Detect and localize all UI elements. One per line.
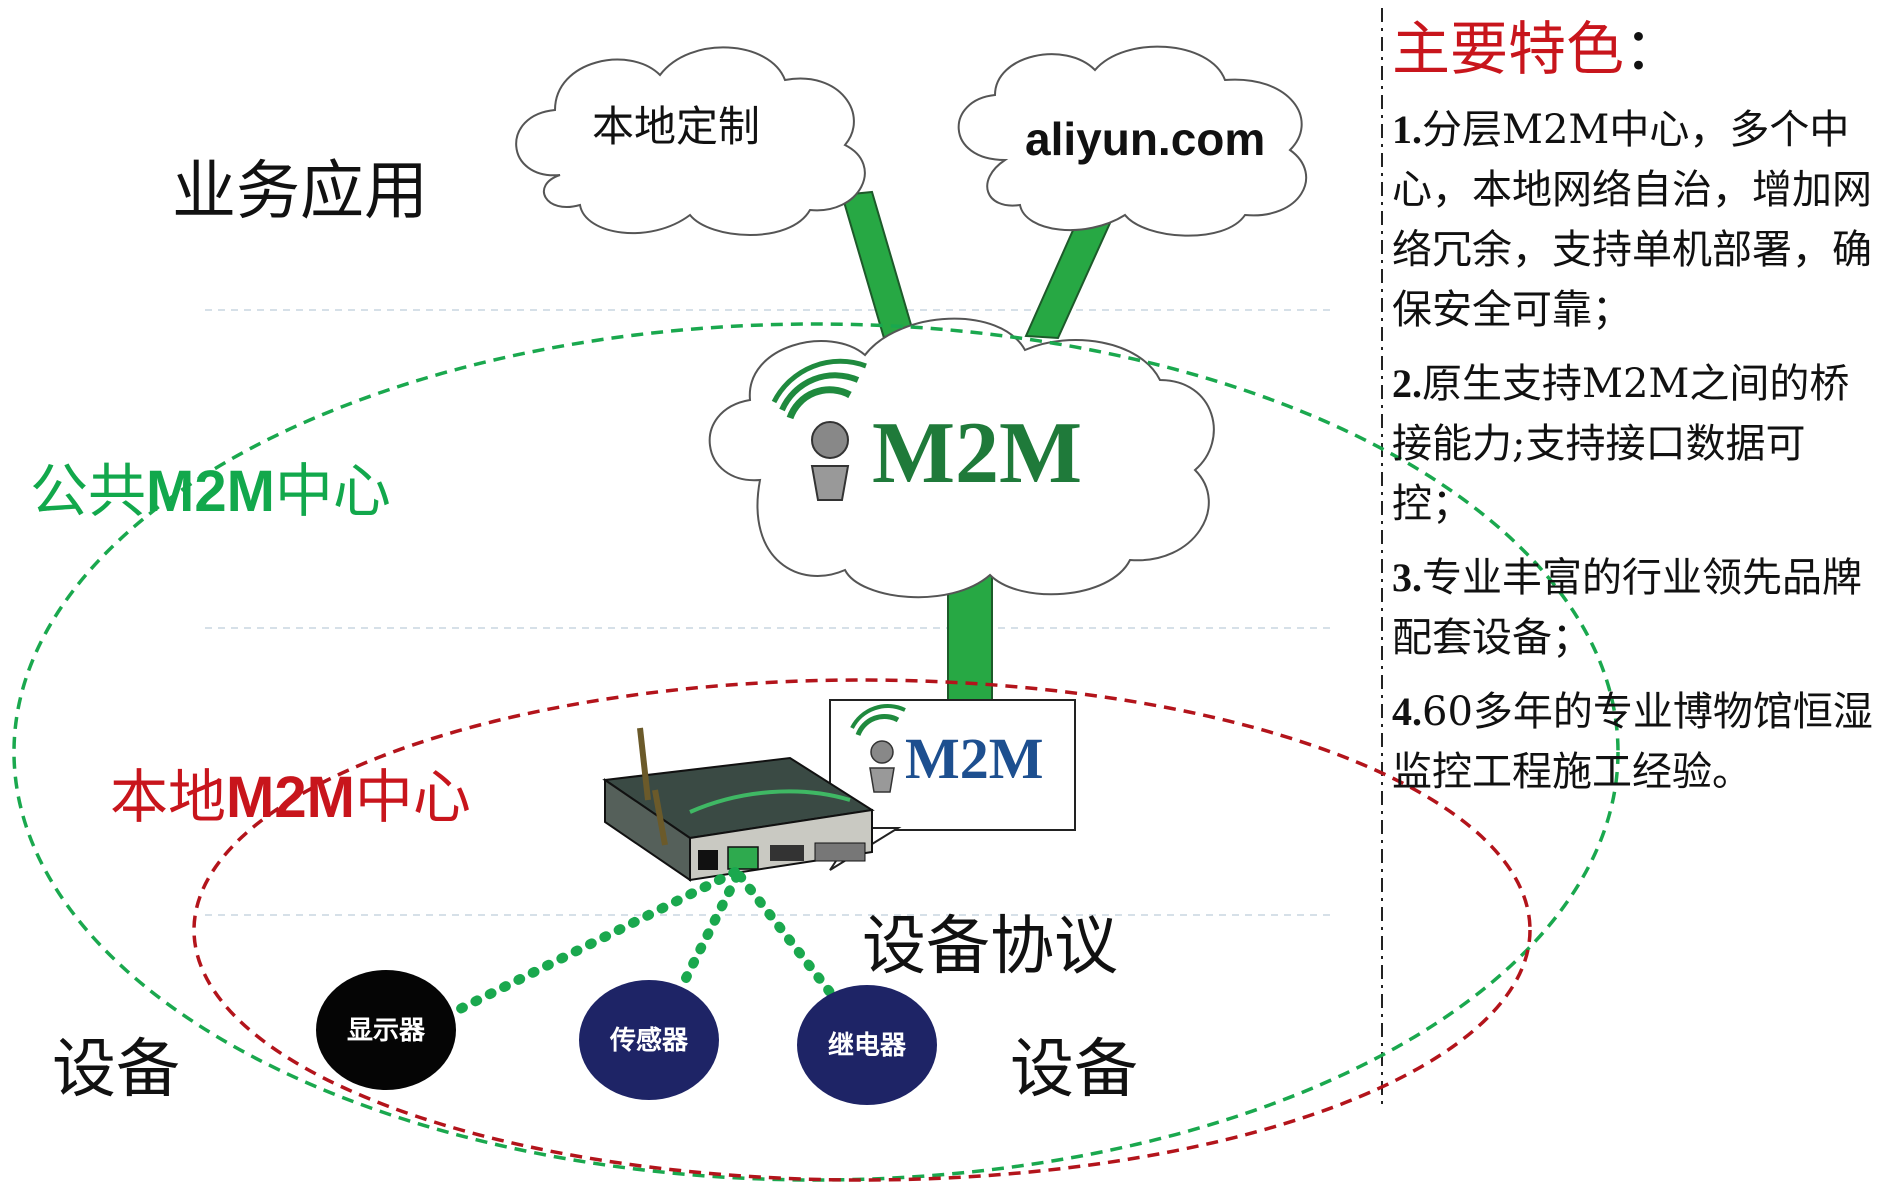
features-title-text: 主要特色 — [1392, 15, 1625, 83]
layer-label-business: 业务应用 — [172, 155, 428, 229]
feature-item-4: 4.60多年的专业博物馆恒湿监控工程施工经验。 — [1392, 682, 1882, 802]
gateway-router-icon — [602, 727, 875, 882]
feature-number: 1. — [1392, 106, 1422, 152]
device-nodes — [316, 970, 937, 1105]
cloud-aliyun-label: aliyun.com — [1025, 113, 1266, 165]
local-m2m-center-label: 本地M2M中心 — [110, 768, 471, 827]
local-center-suffix: 中心 — [354, 763, 471, 831]
features-title-colon: ： — [1624, 15, 1683, 83]
m2m-center-logo-text: M2M — [872, 405, 1083, 502]
local-center-prefix: 本地 — [110, 763, 227, 831]
local-center-m2m: M2M — [226, 765, 355, 830]
device-connections — [453, 867, 841, 1015]
feature-text: 60多年的专业博物馆恒湿监控工程施工经验。 — [1392, 688, 1873, 795]
connection-sensor — [675, 871, 742, 995]
connection-display — [453, 867, 740, 1015]
device-display-node — [316, 970, 456, 1090]
feature-number: 2. — [1392, 360, 1422, 406]
m2m-logo-icon — [771, 358, 867, 501]
link-m2m-to-gateway — [947, 574, 993, 701]
features-title: 主要特色： — [1392, 15, 1882, 83]
cloud-custom — [515, 46, 866, 236]
feature-number: 4. — [1392, 688, 1422, 734]
layer-label-devices-right: 设备 — [1010, 1033, 1138, 1107]
connection-relay — [735, 871, 841, 1005]
public-m2m-center-label: 公共M2M中心 — [30, 462, 391, 521]
feature-item-2: 2.原生支持M2M之间的桥接能力;支持接口数据可控； — [1392, 354, 1882, 534]
feature-item-3: 3.专业丰富的行业领先品牌配套设备； — [1392, 548, 1882, 668]
link-custom-to-m2m — [840, 190, 916, 340]
feature-text: 专业丰富的行业领先品牌配套设备； — [1392, 554, 1862, 661]
features-panel: 主要特色： 1.分层M2M中心，多个中心，本地网络自治，增加网络冗余，支持单机部… — [1392, 15, 1882, 816]
feature-text: 分层M2M中心，多个中心，本地网络自治，增加网络冗余，支持单机部署，确保安全可靠… — [1392, 106, 1872, 333]
public-center-suffix: 中心 — [274, 457, 391, 525]
cloud-aliyun — [957, 45, 1308, 237]
device-relay-label: 继电器 — [827, 1031, 906, 1061]
layer-label-devices-left: 设备 — [52, 1033, 180, 1107]
device-sensor-node — [579, 980, 719, 1100]
feature-item-1: 1.分层M2M中心，多个中心，本地网络自治，增加网络冗余，支持单机部署，确保安全… — [1392, 100, 1882, 340]
local-m2m-ring — [192, 678, 1532, 1182]
feature-number: 3. — [1392, 554, 1422, 600]
public-center-m2m: M2M — [146, 459, 275, 524]
public-center-prefix: 公共 — [30, 457, 147, 525]
device-display-label: 显示器 — [346, 1016, 425, 1046]
cloud-custom-label: 本地定制 — [592, 102, 761, 151]
feature-text: 原生支持M2M之间的桥接能力;支持接口数据可控； — [1392, 360, 1850, 527]
layer-label-protocol: 设备协议 — [862, 910, 1118, 984]
gateway-logo-text: M2M — [905, 726, 1044, 791]
device-sensor-label: 传感器 — [609, 1026, 688, 1056]
device-relay-node — [797, 985, 937, 1105]
